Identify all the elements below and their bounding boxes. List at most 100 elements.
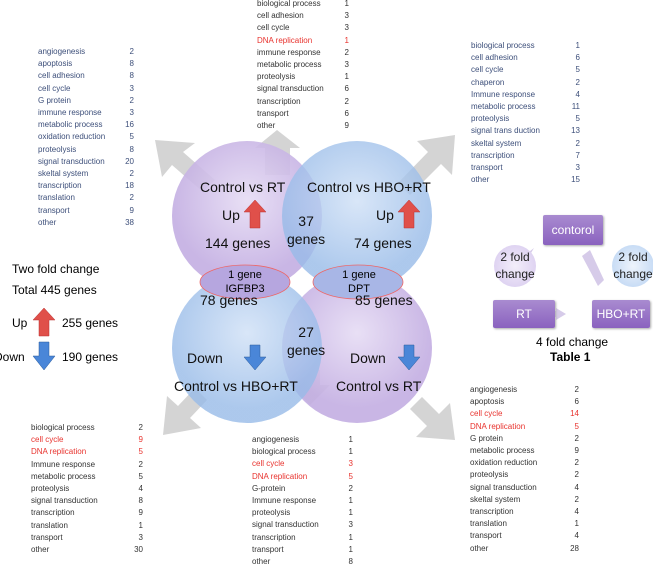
- right-overlap-count: 1 gene: [342, 269, 376, 281]
- item-count: 6: [574, 397, 579, 407]
- item-count: 1: [348, 544, 353, 554]
- item-label: biological process: [31, 423, 95, 432]
- item-count: 4: [574, 531, 579, 541]
- item-label: transcription: [31, 508, 75, 518]
- arrow-down-right: [410, 397, 455, 440]
- item-label: apoptosis: [38, 59, 73, 69]
- item-count: 1: [348, 447, 353, 457]
- item-count: 3: [575, 163, 580, 173]
- item-count: 2: [129, 193, 134, 203]
- item-label: cell cycle: [470, 409, 503, 419]
- summary-down-label: Down: [0, 350, 25, 364]
- item-label: transport: [257, 108, 289, 118]
- down-arrow-icon: [397, 344, 421, 371]
- item-count: 6: [344, 108, 349, 118]
- item-count: 2: [574, 470, 579, 480]
- list-item: apoptosis 6: [470, 396, 579, 408]
- item-count: 3: [129, 108, 134, 118]
- item-count: 5: [138, 471, 143, 481]
- item-count: 5: [138, 447, 143, 457]
- left-overlap-count: 1 gene: [228, 269, 262, 281]
- item-count: 16: [125, 120, 134, 130]
- item-label: metabolic process: [470, 446, 535, 456]
- br-title: Control vs RT: [336, 378, 422, 394]
- table-caption: Table 1: [550, 350, 591, 364]
- item-count: 2: [129, 169, 134, 179]
- summary-up-count: 255 genes: [62, 316, 119, 330]
- item-label: transport: [471, 163, 503, 173]
- overlap-right: [312, 264, 404, 300]
- item-count: 8: [129, 144, 134, 154]
- item-count: 9: [138, 435, 143, 445]
- item-label: metabolic process: [471, 102, 536, 112]
- item-label: G-protein: [252, 483, 286, 493]
- scheme-hbo-box: HBO+RT: [592, 300, 650, 328]
- item-label: proteolysis: [31, 484, 70, 494]
- item-count: 2: [348, 483, 353, 493]
- list-item: transport 3: [471, 162, 580, 174]
- item-label: skeltal system: [471, 138, 522, 148]
- item-label: other: [38, 217, 57, 227]
- item-count: 11: [571, 102, 580, 112]
- item-label: transport: [31, 532, 63, 542]
- item-count: 3: [348, 520, 353, 530]
- item-label: transcription: [38, 181, 82, 191]
- item-label: DNA replication: [31, 447, 87, 457]
- item-count: 2: [575, 138, 580, 148]
- item-count: 1: [348, 532, 353, 542]
- item-label: proteolysis: [257, 72, 296, 82]
- tl-direction: Up: [222, 207, 240, 223]
- item-count: 1: [348, 496, 353, 506]
- item-count: 4: [574, 482, 579, 492]
- item-label: G protein: [470, 433, 503, 443]
- item-count: 8: [129, 71, 134, 81]
- overlap-left: [199, 264, 291, 300]
- right-overlap-gene: DPT: [348, 283, 370, 295]
- item-count: 5: [348, 471, 353, 481]
- item-label: apoptosis: [470, 397, 505, 407]
- tr-count: 74 genes: [354, 235, 412, 251]
- item-count: 2: [574, 385, 579, 394]
- item-label: proteolysis: [252, 508, 291, 518]
- item-label: proteolysis: [471, 114, 510, 124]
- item-label: cell cycle: [38, 83, 71, 93]
- item-label: metabolic process: [38, 120, 103, 130]
- item-label: skeltal system: [470, 494, 521, 504]
- item-label: Immune response: [31, 459, 96, 469]
- item-label: cell cycle: [252, 459, 285, 469]
- item-count: 2: [574, 494, 579, 504]
- item-label: chaperon: [471, 77, 505, 87]
- item-label: translation: [470, 519, 507, 529]
- item-label: other: [470, 543, 489, 553]
- item-count: 30: [134, 545, 143, 555]
